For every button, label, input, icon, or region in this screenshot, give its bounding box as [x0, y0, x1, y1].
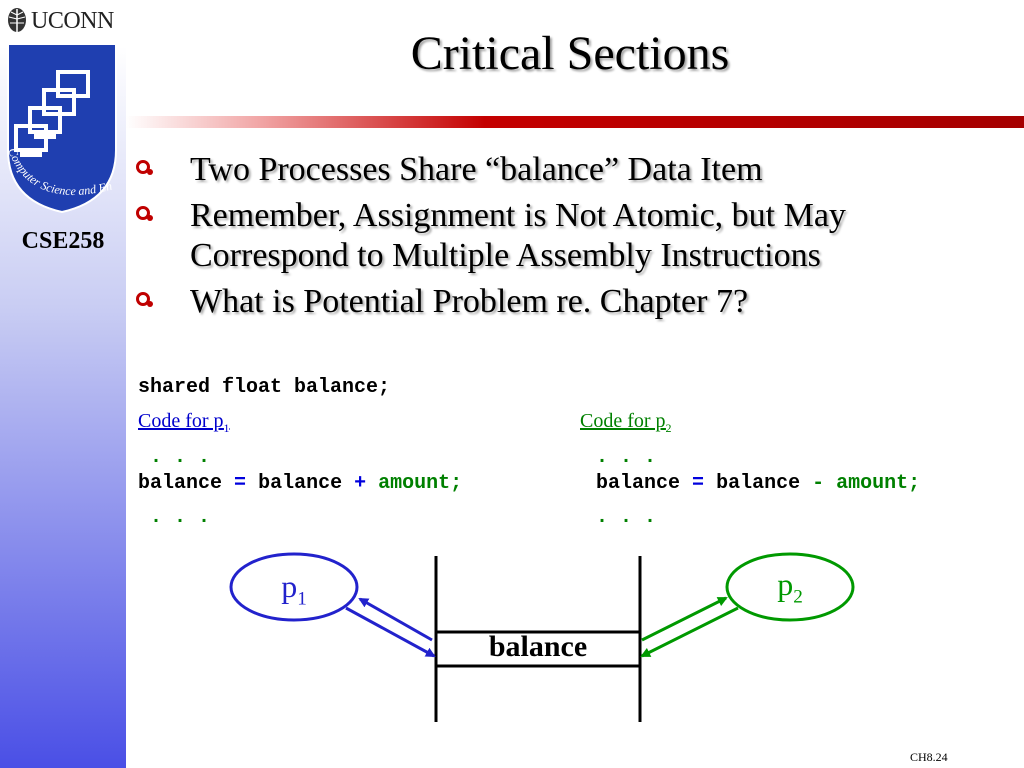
course-code: CSE258	[21, 228, 105, 254]
code-p2-op: -	[812, 472, 825, 495]
page-number: CH8.24	[910, 750, 948, 764]
slide-title: Critical Sections	[410, 27, 730, 80]
code-p1-var: balance	[258, 472, 343, 495]
bullet-text: Remember, Assignment is Not Atomic, but …	[190, 197, 846, 274]
code-p2-dots-top: . . .	[596, 446, 657, 469]
shared-declaration: shared float balance;	[138, 376, 391, 399]
p1-label-text: p	[281, 568, 298, 604]
p2-node	[725, 552, 855, 622]
p2-label: p2	[760, 566, 820, 608]
bullet-item: Two Processes Share “balance” Data Item	[130, 150, 990, 190]
bullet-item: Remember, Assignment is Not Atomic, but …	[130, 196, 990, 276]
oak-leaf-icon	[8, 8, 26, 34]
p2-read-arrow	[641, 596, 728, 642]
code-p2-lhs: balance	[596, 472, 681, 495]
code-p2-link[interactable]: Code for p2	[580, 410, 672, 436]
code-p1-dots-bottom: . . .	[150, 506, 211, 529]
code-p1-rhs: amount;	[378, 472, 463, 495]
p1-label: p1	[264, 568, 324, 610]
code-p2-statement: balance = balance - amount;	[596, 472, 920, 495]
p2-write-arrow	[640, 606, 739, 658]
code-p2-rhs: amount;	[836, 472, 921, 495]
p1-write-arrow	[345, 606, 436, 658]
p2-label-sub: 2	[793, 586, 803, 608]
code-p2-heading: Code for p	[580, 410, 666, 432]
code-p1-heading: Code for p	[138, 410, 224, 432]
bullet-text: What is Potential Problem re. Chapter 7?	[190, 283, 749, 320]
code-p1-op: +	[354, 472, 367, 495]
code-p1-dots-top: . . .	[150, 446, 211, 469]
code-p1-sub: 1	[223, 421, 230, 435]
bullet-list: Two Processes Share “balance” Data Item …	[130, 150, 990, 328]
balance-label: balance	[488, 630, 588, 663]
code-p1-eq: =	[234, 472, 247, 495]
title-rule	[126, 116, 1024, 128]
uconn-brand: UCONN	[6, 6, 114, 36]
code-p2-sub: 2	[665, 421, 672, 435]
code-p2-dots-bottom: . . .	[596, 506, 657, 529]
cse-shield-logo: Computer Science and Engineering	[0, 40, 117, 214]
p1-read-arrow	[358, 597, 433, 642]
bullet-item: What is Potential Problem re. Chapter 7?	[130, 282, 990, 322]
sidebar: UCONN Computer Science and Engineering C…	[0, 0, 126, 768]
p1-node	[229, 552, 359, 622]
p2-label-text: p	[777, 566, 794, 602]
code-p1-statement: balance = balance + amount;	[138, 472, 462, 495]
code-p1-lhs: balance	[138, 472, 223, 495]
bullet-circle-icon	[136, 160, 153, 175]
bullet-circle-icon	[136, 292, 153, 307]
uconn-wordmark: UCONN	[31, 7, 114, 34]
bullet-circle-icon	[136, 206, 153, 221]
bullet-text: Two Processes Share “balance” Data Item	[190, 151, 763, 188]
p1-label-sub: 1	[297, 588, 307, 610]
code-p1-link[interactable]: Code for p1	[138, 410, 230, 436]
code-p2-var: balance	[716, 472, 801, 495]
code-p2-eq: =	[692, 472, 705, 495]
